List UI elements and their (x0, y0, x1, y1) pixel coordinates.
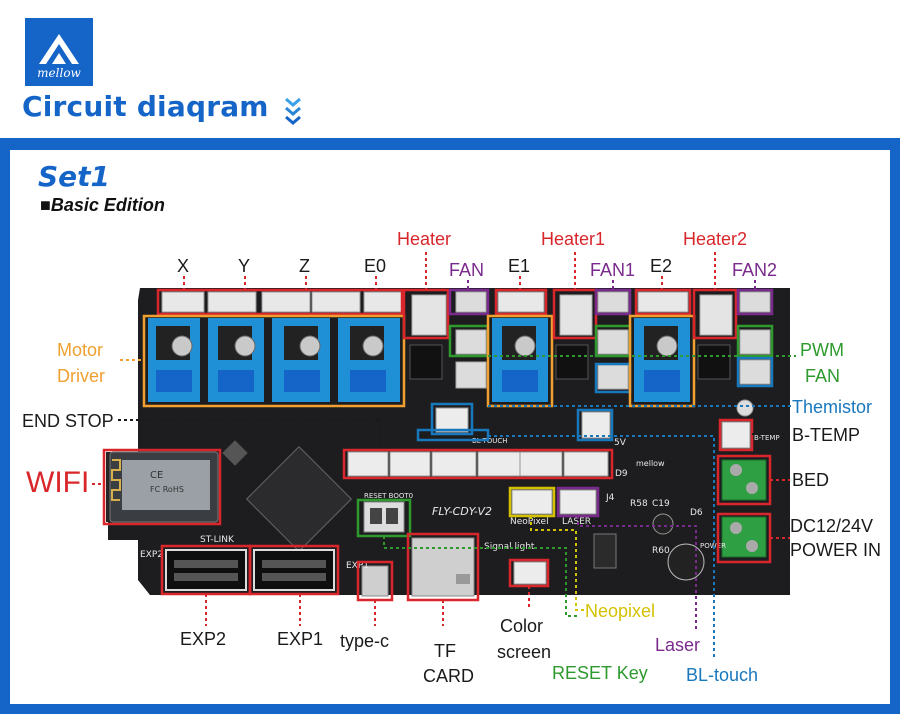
silk-laser: LASER (562, 517, 591, 527)
silk-mellow: mellow (636, 459, 665, 468)
silk-c19: C19 (652, 499, 670, 509)
silk-expm2: EXP2 (140, 550, 163, 560)
label-laser: Laser (655, 635, 701, 655)
label-heater1: Heater1 (541, 229, 606, 249)
label-card: CARD (423, 666, 475, 686)
label-bed: BED (792, 470, 830, 490)
svg-text:FC RoHS: FC RoHS (150, 485, 184, 494)
silk-d9: D9 (615, 469, 628, 479)
silk-r60: R60 (652, 546, 670, 556)
silk-d6: D6 (690, 508, 703, 518)
label-exp2: EXP2 (180, 629, 227, 649)
label-heater2: Heater2 (683, 229, 748, 249)
label-pwm: PWM (800, 340, 844, 360)
label-type-c: type-c (340, 631, 390, 651)
label-color: Color (500, 616, 544, 636)
set-subtitle: ■Basic Edition (40, 195, 165, 215)
label-pwm-fan: FAN (805, 366, 841, 386)
exp1-header (253, 549, 335, 591)
label-bl-touch: BL-touch (686, 665, 759, 685)
label-e1: E1 (508, 256, 531, 276)
type-c-port (361, 565, 389, 597)
label-power-1: DC12/24V (790, 516, 874, 536)
mcu-chip (245, 445, 353, 553)
set-title: Set1 (38, 160, 111, 193)
label-x: X (177, 256, 190, 276)
label-e2: E2 (650, 256, 673, 276)
label-b-temp: B-TEMP (792, 425, 861, 445)
label-wifi: WIFI (26, 466, 90, 499)
label-thermistor: Themistor (792, 397, 873, 417)
silk-neopixel: NeoPixel (510, 517, 549, 527)
silk-j4: J4 (605, 493, 615, 503)
bed-terminal (721, 459, 767, 501)
label-power-2: POWER IN (790, 540, 882, 560)
label-end-stop: END STOP (22, 411, 114, 431)
mellow-logo: mellow (25, 18, 93, 86)
label-tf: TF (434, 641, 456, 661)
label-neopixel: Neopixel (585, 601, 656, 621)
silk-board-name: FLY-CDY-V2 (432, 505, 492, 518)
silk-r58: R58 (630, 499, 648, 509)
label-fan: FAN (449, 260, 485, 280)
silk-5v: 5V (614, 438, 627, 448)
label-e0: E0 (364, 256, 387, 276)
label-y: Y (238, 256, 251, 276)
silk-btemp: B-TEMP (754, 434, 780, 442)
silk-reset: RESET BOOT0 (364, 492, 413, 500)
label-motor: Motor (57, 340, 104, 360)
exp2-header (165, 549, 247, 591)
power-terminal (721, 516, 767, 558)
label-z: Z (299, 256, 310, 276)
label-fan1: FAN1 (590, 260, 636, 280)
silk-stlink: ST-LINK (200, 535, 235, 545)
svg-text:CE: CE (150, 470, 163, 481)
label-heater: Heater (397, 229, 452, 249)
tf-card-slot (411, 537, 475, 597)
set-subtitle-text: Basic Edition (50, 195, 165, 215)
page-title: Circuit diaqram (22, 90, 269, 123)
motor-connectors (161, 291, 689, 313)
label-reset-key: RESET Key (552, 663, 648, 683)
silk-blt: BL-TOUCH (472, 437, 508, 445)
silk-signal: Signal light (484, 542, 535, 552)
label-fan2: FAN2 (732, 260, 778, 280)
label-screen: screen (497, 642, 552, 662)
label-exp1: EXP1 (277, 629, 324, 649)
chevron-down-icon (285, 97, 301, 125)
mountain-icon (39, 34, 79, 64)
logo-text: mellow (37, 66, 81, 80)
label-driver: Driver (57, 366, 105, 386)
